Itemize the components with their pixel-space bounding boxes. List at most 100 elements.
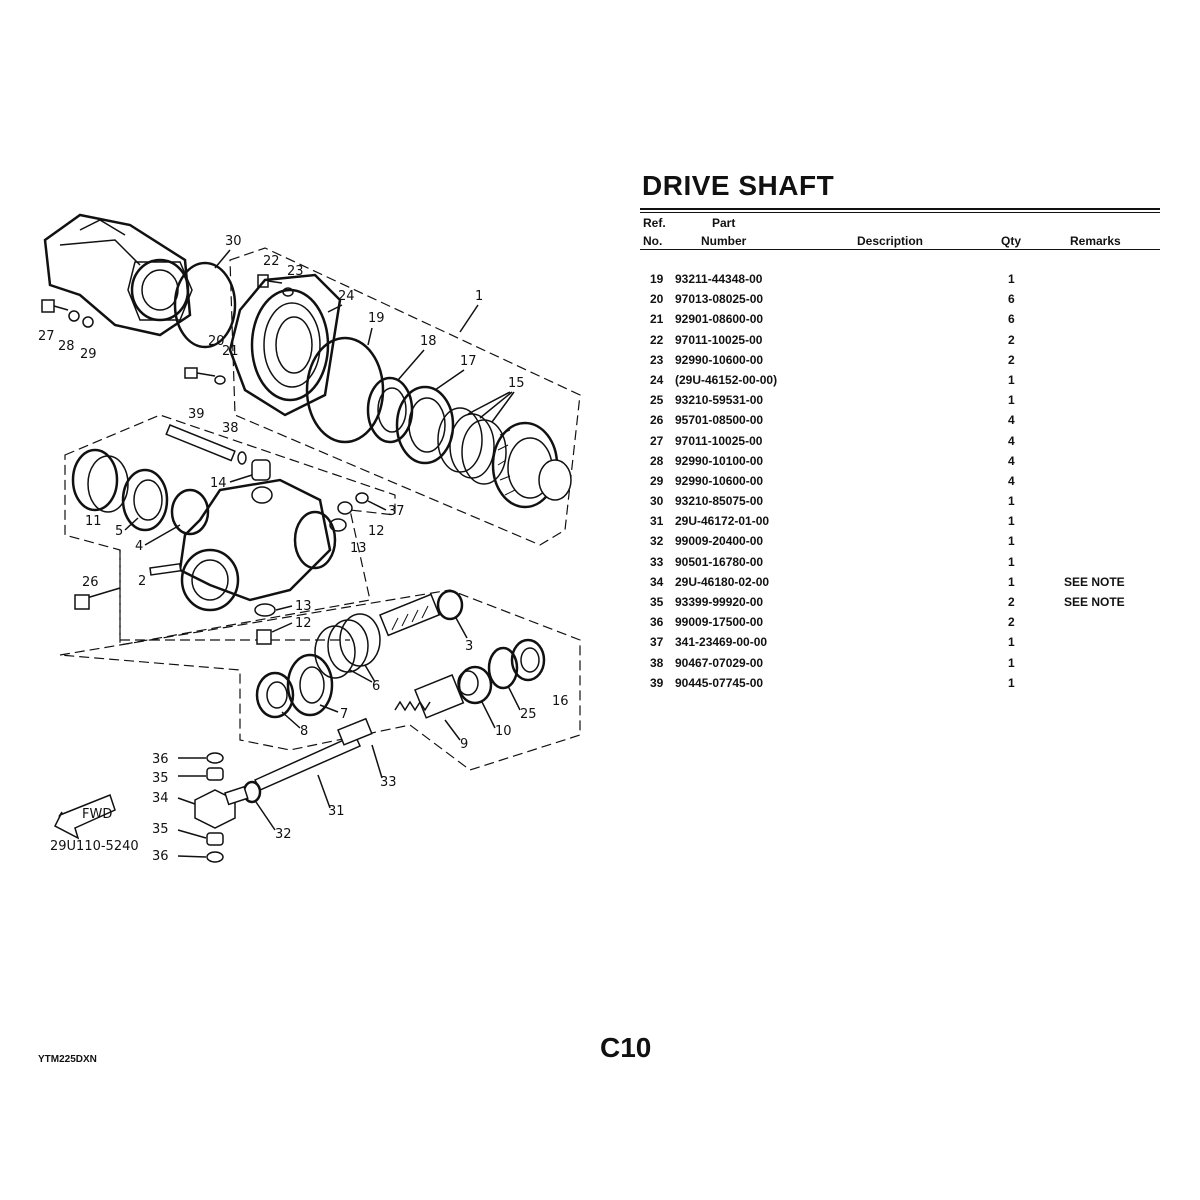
header-qty: Qty xyxy=(1001,234,1022,248)
cell-qty: 6 xyxy=(1008,312,1015,327)
cap-bolt-37 xyxy=(355,492,369,504)
callout-33: 33 xyxy=(380,775,397,790)
cell-ref: 33 xyxy=(650,554,664,569)
cell-ref: 34 xyxy=(650,574,664,589)
bearing-35-bottom xyxy=(206,832,224,846)
middle-gear-case xyxy=(178,478,337,612)
circlip-36-top xyxy=(206,752,224,764)
cell-qty: 1 xyxy=(1008,272,1015,286)
callout-14: 14 xyxy=(210,476,227,491)
callout-12-top: 12 xyxy=(368,524,385,539)
cell-part-number: 95701-08500-00 xyxy=(675,413,764,428)
cell-qty: 2 xyxy=(1008,332,1015,347)
callout-21: 21 xyxy=(222,344,239,359)
cell-qty: 2 xyxy=(1008,595,1015,609)
bearing-11 xyxy=(71,448,129,513)
callout-37: 37 xyxy=(388,504,405,519)
cell-part-number: 99009-20400-00 xyxy=(675,534,764,549)
washer-13-bottom xyxy=(254,603,276,617)
plug-12-bottom xyxy=(256,629,272,645)
callout-18: 18 xyxy=(420,334,437,349)
cross-joint-34 xyxy=(194,785,249,829)
drive-shaft-31 xyxy=(253,717,373,791)
cell-ref: 38 xyxy=(650,655,664,670)
cell-remarks: SEE NOTE xyxy=(1064,595,1125,609)
shims-15 xyxy=(437,407,507,485)
callout-35-bottom: 35 xyxy=(152,822,169,837)
stud-2 xyxy=(149,562,182,576)
callout-1: 1 xyxy=(475,289,483,304)
callout-39: 39 xyxy=(188,407,205,422)
cell-ref: 39 xyxy=(650,675,664,690)
cell-part-number: 92990-10100-00 xyxy=(675,453,764,468)
assembly-outline-middle xyxy=(64,414,396,646)
clip-38 xyxy=(237,451,247,465)
cell-ref: 27 xyxy=(650,433,664,448)
o-ring-25 xyxy=(487,646,519,690)
cell-ref: 28 xyxy=(650,453,664,468)
callout-8: 8 xyxy=(300,724,308,739)
fwd-arrow-icon: FWD xyxy=(53,794,116,840)
header-description: Description xyxy=(857,234,924,248)
flange-nut-26 xyxy=(74,594,90,610)
plug-14 xyxy=(251,459,271,481)
callout-22: 22 xyxy=(263,254,280,269)
callout-13-top: 13 xyxy=(350,541,367,556)
coupling-9 xyxy=(414,674,465,719)
callout-26: 26 xyxy=(82,575,99,590)
cell-qty: 1 xyxy=(1008,393,1015,408)
cell-part-number: 93399-99920-00 xyxy=(675,595,764,609)
cell-qty: 1 xyxy=(1008,514,1015,529)
bearing-housing-24 xyxy=(228,273,342,417)
bearing-nut-8 xyxy=(255,671,295,719)
pinion-gear xyxy=(379,593,441,637)
assembly-outline-lower xyxy=(59,589,581,771)
cell-qty: 6 xyxy=(1008,292,1015,307)
cell-part-number: 99009-17500-00 xyxy=(675,615,764,630)
cell-part-number: 92901-08600-00 xyxy=(675,312,764,327)
cell-qty: 1 xyxy=(1008,655,1015,670)
callout-19: 19 xyxy=(368,311,385,326)
callout-20: 20 xyxy=(208,334,225,349)
page-title: DRIVE SHAFT xyxy=(642,170,835,201)
bearing-17 xyxy=(395,385,455,465)
bearing-3 xyxy=(436,589,464,621)
cell-qty: 4 xyxy=(1008,473,1015,488)
page-number: C10 xyxy=(600,1032,652,1063)
circlip-36-bottom xyxy=(206,851,224,863)
cell-part-number: 90501-16780-00 xyxy=(675,554,764,569)
cell-ref: 26 xyxy=(650,413,664,428)
cell-ref: 22 xyxy=(650,332,664,347)
exploded-parts-diagram: FWD 29U110-5240 30 22 23 1 24 27 28 29 2… xyxy=(20,190,600,890)
callout-34: 34 xyxy=(152,791,169,806)
cell-qty: 1 xyxy=(1008,635,1015,650)
title-rule-thin xyxy=(640,212,1160,213)
cell-part-number: 97011-10025-00 xyxy=(675,332,763,347)
cell-part-number: 90445-07745-00 xyxy=(675,675,764,690)
callout-15: 15 xyxy=(508,376,525,391)
document-code: YTM225DXN xyxy=(38,1054,97,1065)
cell-ref: 25 xyxy=(650,393,664,408)
cell-qty: 4 xyxy=(1008,413,1015,428)
ring-gear xyxy=(491,421,572,509)
callout-27: 27 xyxy=(38,329,55,344)
gear-case-housing xyxy=(43,213,193,337)
callout-28: 28 xyxy=(58,339,75,354)
cell-part-number: 92990-10600-00 xyxy=(675,352,764,367)
drawing-code: 29U110-5240 xyxy=(50,839,139,854)
cell-part-number: 92990-10600-00 xyxy=(675,473,764,488)
